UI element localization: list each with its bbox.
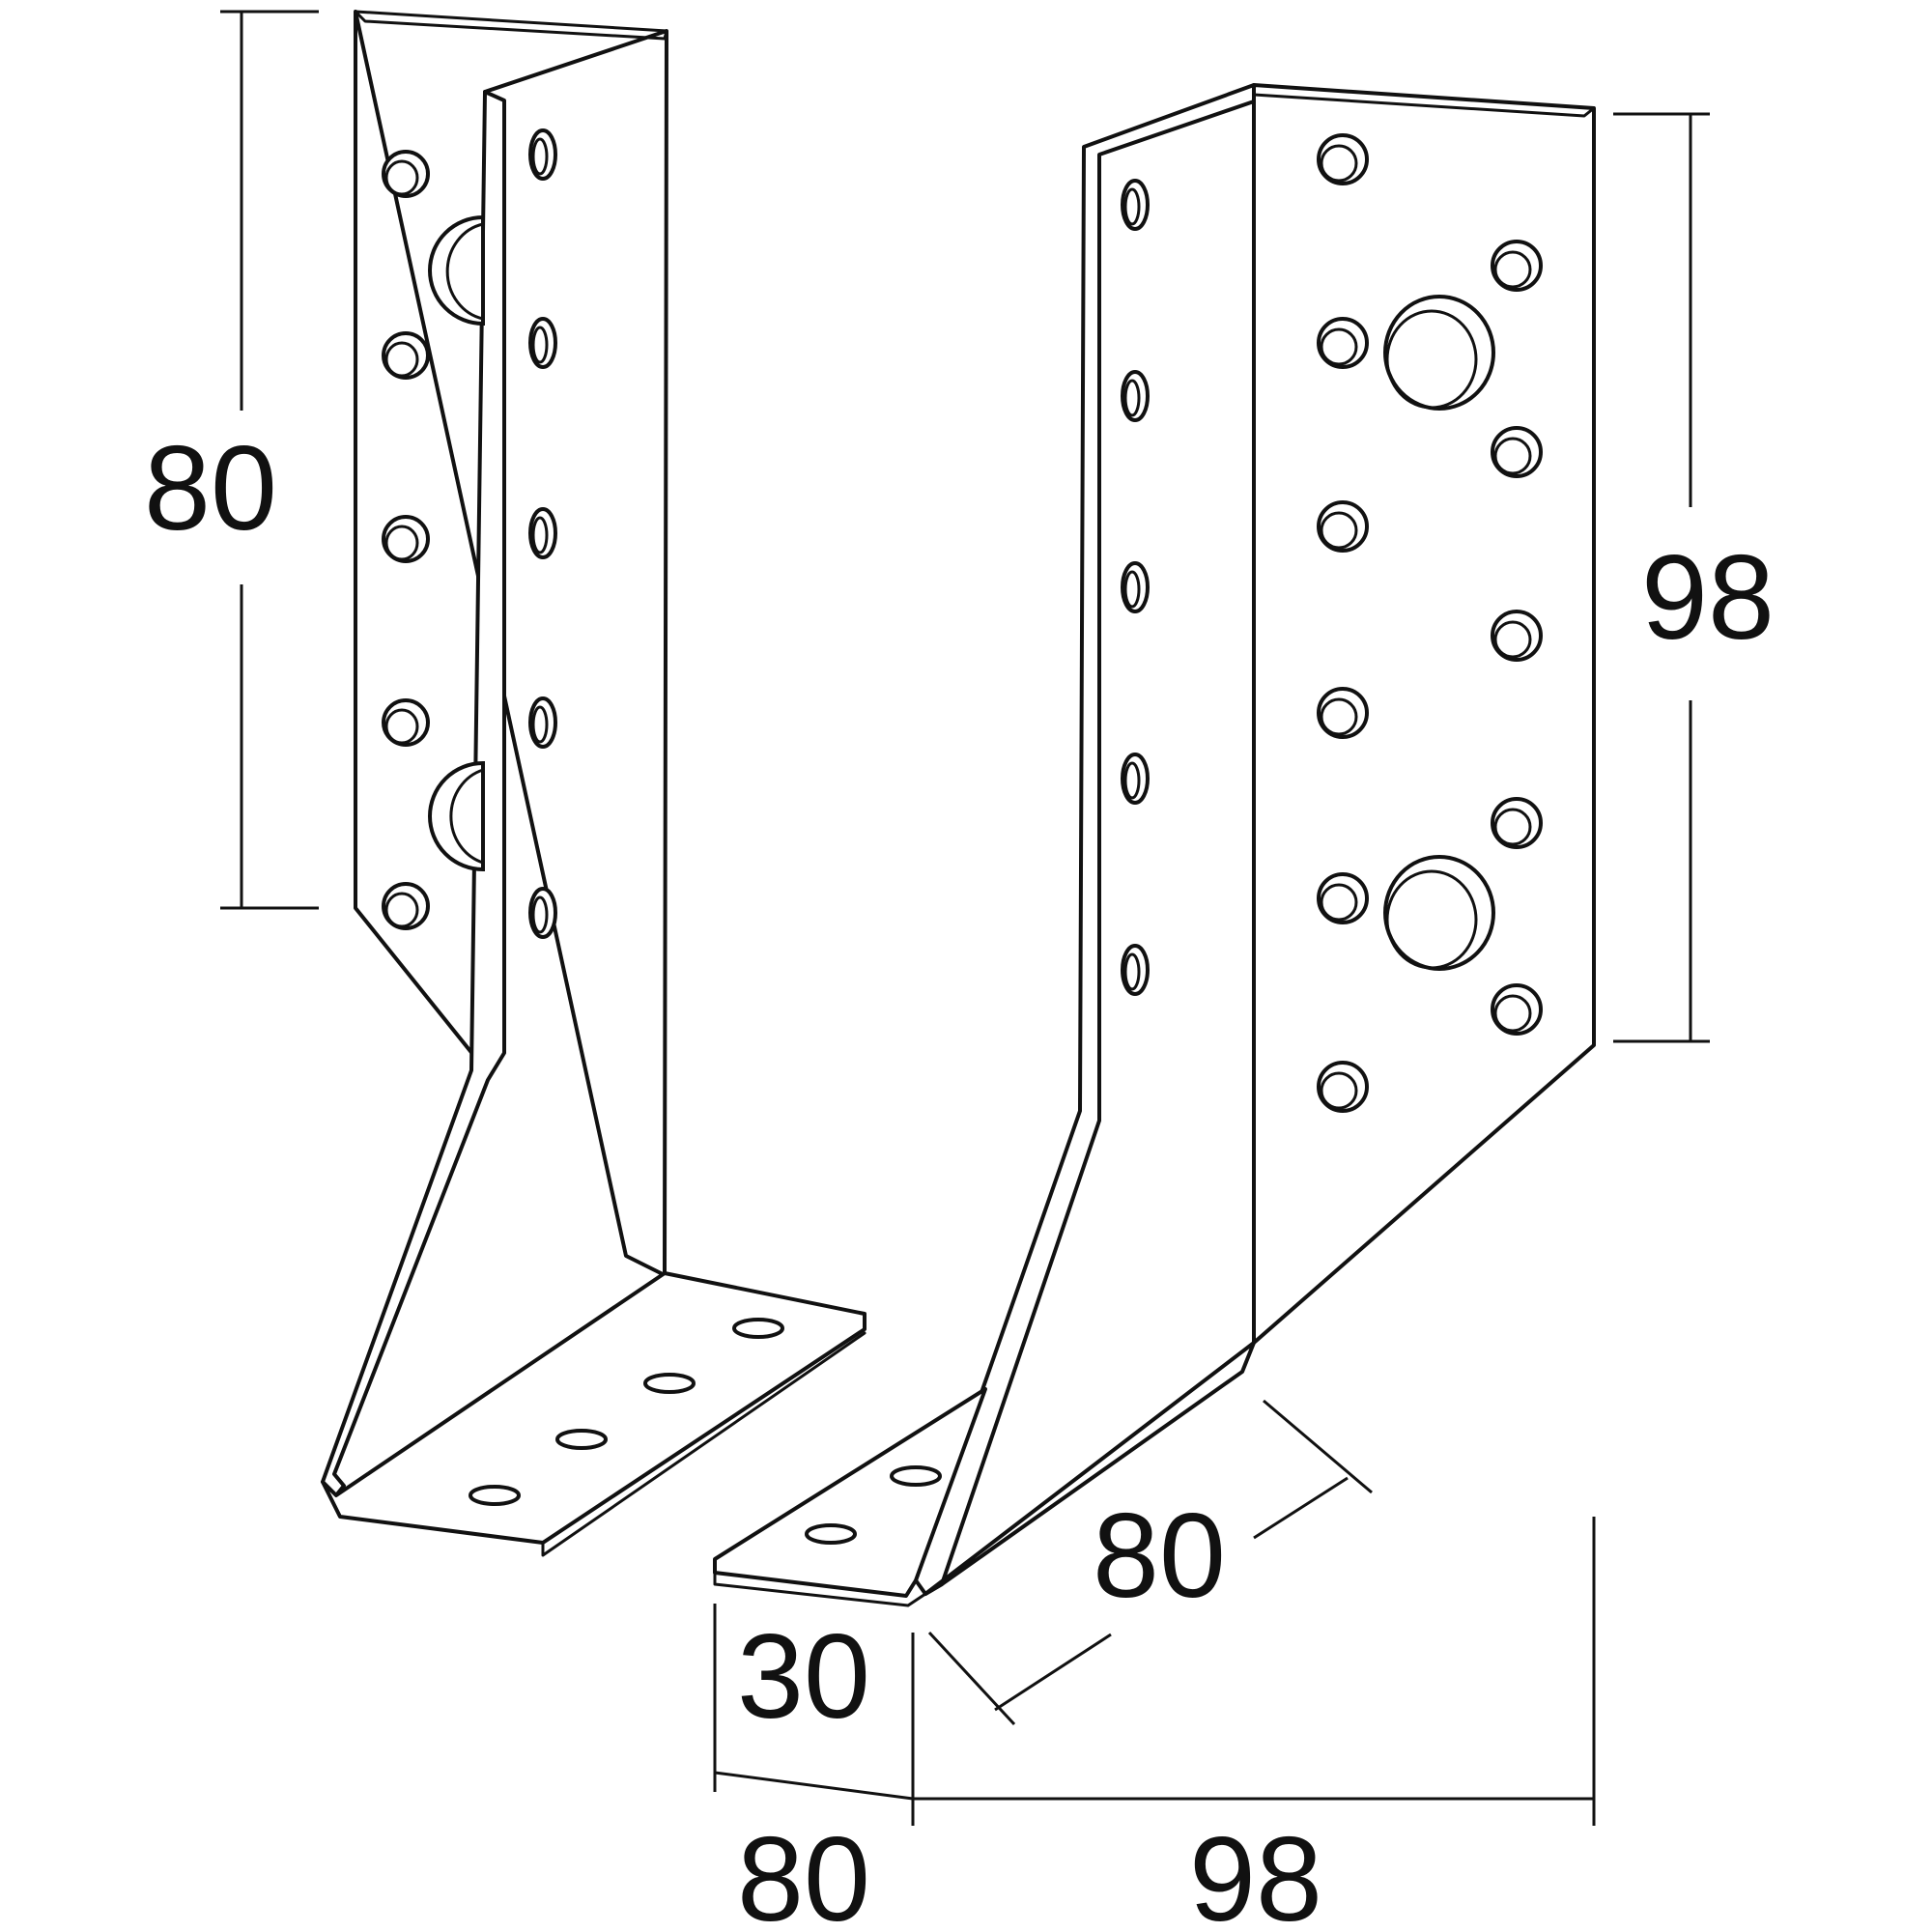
angled-flange-slots bbox=[1121, 179, 1150, 996]
left-flange-holes bbox=[382, 150, 485, 930]
side-plate-holes bbox=[1317, 133, 1543, 1113]
side-flange bbox=[321, 90, 506, 1497]
side-view-bracket bbox=[713, 83, 1596, 1607]
diagonal-depth-label: 80 bbox=[1093, 1490, 1226, 1623]
dimension-labels: 80 98 80 30 80 98 bbox=[144, 422, 1775, 1932]
flange-slots bbox=[528, 128, 557, 939]
back-plate-top-edge bbox=[354, 10, 668, 41]
base-tab-edge bbox=[713, 1571, 927, 1607]
back-plate bbox=[354, 10, 668, 1277]
base-plate-front-edge bbox=[541, 1331, 867, 1557]
right-height-label: 98 bbox=[1641, 531, 1775, 665]
base-slots bbox=[469, 1318, 784, 1506]
left-height-label: 80 bbox=[144, 422, 277, 555]
flange-height-label: 30 bbox=[737, 1610, 870, 1744]
base-tab-slots bbox=[805, 1465, 942, 1545]
base-tab bbox=[713, 1387, 987, 1598]
side-plate-top-edge bbox=[1252, 83, 1596, 118]
base-plate bbox=[321, 1271, 867, 1545]
bottom-depth-label: 98 bbox=[1189, 1813, 1322, 1932]
dimension-lines bbox=[220, 10, 1710, 1826]
side-plate bbox=[1252, 83, 1596, 1345]
front-view-bracket bbox=[321, 10, 867, 1557]
angled-flange bbox=[914, 83, 1256, 1596]
bottom-width-label: 80 bbox=[737, 1813, 870, 1932]
lower-diagonal-plate bbox=[923, 1341, 1256, 1596]
